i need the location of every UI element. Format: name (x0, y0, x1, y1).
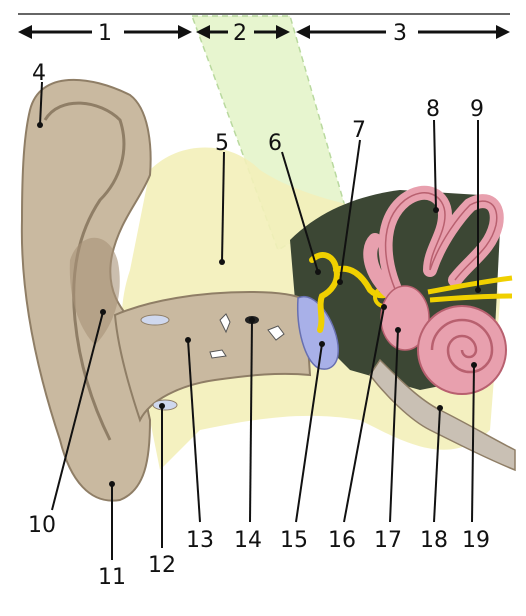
region-label-outer: 1 (98, 21, 112, 46)
leader-dot-15 (319, 341, 325, 347)
canal-hair (267, 325, 285, 341)
canal-hair (209, 349, 227, 359)
label-15: 15 (280, 528, 308, 553)
leader-14 (249, 319, 253, 523)
leader-18 (433, 407, 441, 523)
leader-13 (187, 339, 201, 523)
leader-dot-11 (109, 481, 115, 487)
label-10: 10 (28, 513, 56, 538)
leader-dot-10 (100, 309, 106, 315)
leader-16 (343, 306, 385, 523)
leader-dot-6 (315, 269, 321, 275)
label-18: 18 (420, 528, 448, 553)
leader-dot-14 (249, 317, 255, 323)
label-13: 13 (186, 528, 214, 553)
leader-19 (471, 364, 475, 523)
label-16: 16 (328, 528, 356, 553)
label-6: 6 (268, 131, 282, 156)
leader-15 (295, 343, 323, 523)
leader-dot-19 (471, 362, 477, 368)
region-arrow-middle (196, 25, 290, 39)
region-label-inner: 3 (393, 21, 407, 46)
leader-dot-9 (475, 287, 481, 293)
leader-dot-16 (381, 304, 387, 310)
leader-5 (221, 151, 225, 263)
label-19: 19 (462, 528, 490, 553)
label-8: 8 (426, 97, 440, 122)
label-14: 14 (234, 528, 262, 553)
leader-6 (281, 151, 319, 273)
region-arrow-inner (296, 25, 510, 39)
region-arrow-outer (18, 25, 192, 39)
region-label-middle: 2 (233, 21, 247, 46)
label-12: 12 (148, 553, 176, 578)
leader-10 (51, 311, 104, 511)
vestibulocochlear-nerve (427, 275, 513, 303)
cochlea (417, 305, 507, 395)
label-5: 5 (215, 131, 229, 156)
label-9: 9 (470, 97, 484, 122)
leader-dot-12 (159, 403, 165, 409)
leader-dot-13 (185, 337, 191, 343)
canal-hair (219, 313, 231, 334)
leader-dot-5 (219, 259, 225, 265)
leader-dot-17 (395, 327, 401, 333)
leader-17 (389, 329, 399, 523)
label-17: 17 (374, 528, 402, 553)
leader-7 (339, 139, 361, 283)
label-11: 11 (98, 565, 126, 590)
leader-8 (433, 119, 437, 211)
leader-dot-7 (337, 279, 343, 285)
concha (69, 237, 120, 345)
label-4: 4 (32, 61, 46, 86)
label-7: 7 (352, 118, 366, 143)
helix-fold (43, 101, 126, 441)
canal-gland (152, 399, 178, 411)
leader-dot-4 (37, 122, 43, 128)
eustachian-tube (369, 358, 516, 472)
canal-gland (140, 314, 170, 326)
leader-4 (39, 81, 43, 126)
leader-dot-8 (433, 207, 439, 213)
leader-dot-18 (437, 405, 443, 411)
